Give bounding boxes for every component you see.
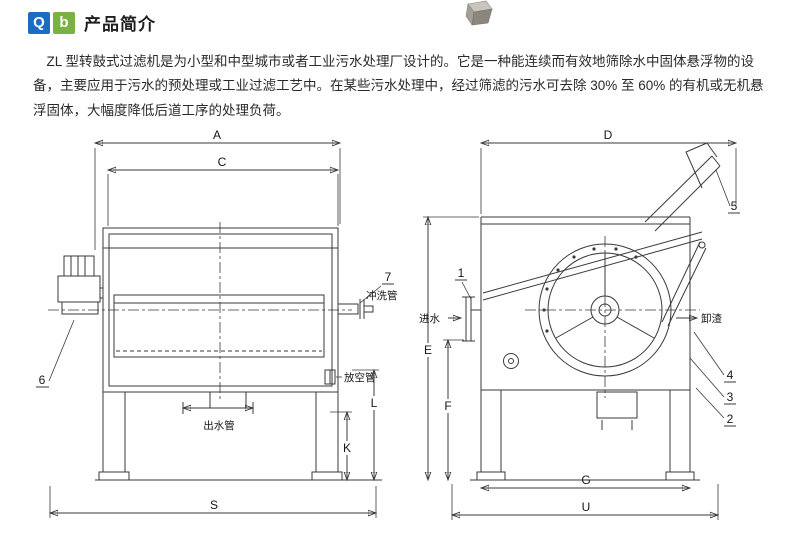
dim-label-l: L <box>371 396 378 410</box>
callout-5-group: 5 <box>715 169 740 214</box>
end-view-drawing: D <box>419 128 740 520</box>
dim-label-f: F <box>444 399 451 413</box>
dim-label-u: U <box>582 500 591 514</box>
side-view-drawing: A C <box>36 128 398 518</box>
logo-q-badge: Q <box>28 11 50 34</box>
support-legs <box>95 391 382 481</box>
dimension-d: D <box>481 128 736 214</box>
callout-1-group: 1 <box>455 266 472 300</box>
dim-label-c: C <box>218 155 227 169</box>
callout-3: 3 <box>727 390 734 404</box>
callout-1: 1 <box>458 266 465 280</box>
section-header: Q b 产品简介 <box>28 10 156 35</box>
tank-fitting <box>503 353 519 369</box>
drive-motor <box>57 255 103 315</box>
callout-6-group: 6 <box>36 319 75 388</box>
callout-6: 6 <box>39 373 46 387</box>
callout-4: 4 <box>727 368 734 382</box>
label-discharge: 卸渣 <box>701 312 722 325</box>
scraper-arm <box>661 241 707 327</box>
label-vent-pipe: 放空管 <box>344 371 376 384</box>
outlet-pipe: 出水管 <box>183 392 253 432</box>
flush-pipe: 7 冲洗管 <box>337 270 398 319</box>
dim-label-k: K <box>343 441 351 455</box>
label-flush-pipe: 冲洗管 <box>366 289 398 302</box>
section-title: 产品简介 <box>84 15 156 34</box>
sludge-discharge: 卸渣 <box>676 312 722 325</box>
logo-b-badge: b <box>53 11 75 34</box>
label-inlet: 进水 <box>419 313 440 325</box>
dimension-a: A <box>95 128 340 250</box>
label-outlet-pipe: 出水管 <box>203 419 235 432</box>
cube-3d-icon <box>465 0 493 26</box>
tank-body <box>48 222 352 400</box>
callout-5: 5 <box>731 199 738 213</box>
dim-label-e: E <box>424 343 432 357</box>
callout-2-group: 2 <box>695 387 736 427</box>
callout-4-group: 4 <box>693 331 736 383</box>
dimension-e: E <box>420 217 479 480</box>
dimension-u: U <box>452 484 718 520</box>
discharge-chute <box>644 142 721 232</box>
dim-label-g: G <box>581 473 590 487</box>
vent-pipe: 放空管 <box>324 369 376 385</box>
dimension-s: S <box>50 486 376 518</box>
dimension-c: C <box>108 155 338 226</box>
dim-label-a: A <box>213 128 221 142</box>
callout-7: 7 <box>385 270 392 284</box>
callout-3-group: 3 <box>689 357 736 405</box>
drum-wheel <box>525 236 700 398</box>
intro-paragraph: ZL 型转鼓式过滤机是为小型和中型城市或者工业污水处理厂设计的。它是一种能连续而… <box>33 54 764 118</box>
dimension-g: G <box>481 473 690 488</box>
dim-label-d: D <box>604 128 613 142</box>
end-frame <box>480 216 703 391</box>
end-support-legs <box>470 389 700 481</box>
dimension-l: L <box>352 370 382 480</box>
dim-label-s: S <box>210 498 218 512</box>
callout-2: 2 <box>727 412 734 426</box>
dimension-k: K <box>330 412 355 480</box>
dimension-f: F <box>440 340 464 480</box>
